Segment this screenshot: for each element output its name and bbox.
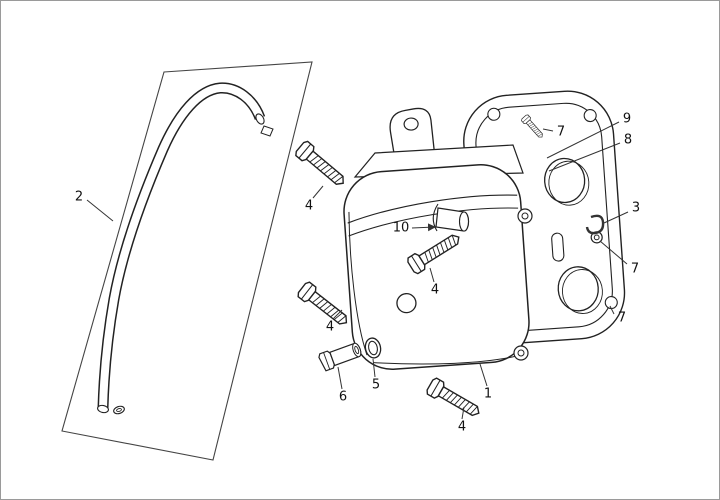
leader-line-7: [599, 240, 628, 265]
leader-line-6: [337, 366, 343, 390]
leader-line-8: [548, 142, 621, 172]
leader-line-4: [332, 309, 343, 320]
flange-bolt: [424, 376, 485, 422]
flange-bolt: [293, 139, 350, 191]
gasket-slot: [551, 232, 565, 262]
cover-bolt-boss-upper: [517, 208, 533, 224]
hose-end-cut: [260, 125, 274, 137]
leader-line-2: [86, 199, 114, 222]
hose-detail-box: [61, 61, 313, 461]
cover-port-hole: [396, 292, 417, 314]
hose-end-ring: [113, 405, 125, 415]
leader-line-4: [461, 406, 465, 420]
breather-hose: [97, 82, 274, 415]
union-bolt: [318, 342, 362, 372]
leader-lines: [86, 121, 629, 420]
leader-line-7: [609, 305, 615, 315]
leader-line-4: [312, 185, 324, 199]
leader-line-1: [479, 363, 488, 387]
leader-line-7: [542, 128, 554, 132]
o-ring: [364, 337, 382, 359]
valve-cover: [343, 107, 533, 370]
leader-line-10: [411, 223, 436, 232]
cover-bolt-boss-lower: [513, 345, 529, 361]
flange-bolt: [295, 280, 353, 331]
leader-line-9: [546, 121, 620, 159]
leader-line-4: [429, 267, 435, 283]
clip: [585, 214, 605, 235]
leader-line-3: [603, 211, 629, 224]
leader-line-5: [372, 358, 376, 378]
